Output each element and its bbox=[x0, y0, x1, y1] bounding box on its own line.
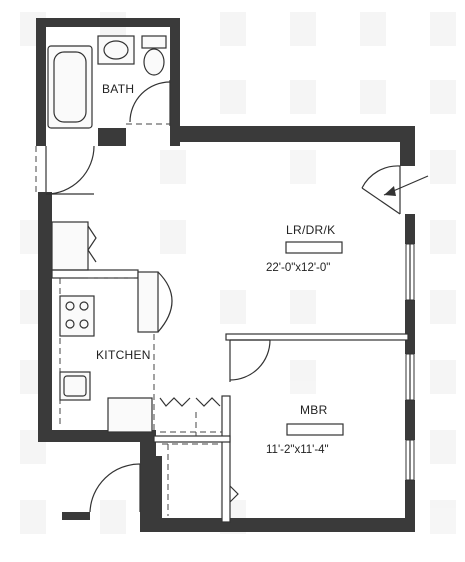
walls bbox=[36, 18, 415, 532]
closet-upper[interactable] bbox=[159, 397, 222, 436]
bathtub-icon bbox=[47, 45, 93, 129]
bedroom-door[interactable] bbox=[229, 339, 271, 382]
dishwasher bbox=[107, 397, 153, 433]
balcony-door[interactable] bbox=[361, 165, 429, 215]
kitchen-counter bbox=[51, 269, 139, 279]
watermark-pattern bbox=[20, 12, 456, 534]
living-room-label: LR/DR/K bbox=[286, 223, 335, 237]
living-room-label-box bbox=[285, 241, 343, 254]
closet-lower[interactable] bbox=[162, 443, 239, 516]
bedroom-label-box bbox=[286, 423, 344, 436]
entry-arrow-icon bbox=[384, 186, 396, 196]
bath-door[interactable] bbox=[126, 80, 171, 126]
kitchen-island bbox=[137, 271, 173, 333]
windows bbox=[405, 243, 415, 481]
bath-label: BATH bbox=[102, 82, 134, 96]
living-room-dimensions: 22'-0"x12'-0" bbox=[266, 262, 330, 274]
corridor-door[interactable] bbox=[89, 463, 141, 513]
kitchen-label: KITCHEN bbox=[96, 348, 151, 362]
stove-icon bbox=[59, 295, 95, 337]
bedroom-label: MBR bbox=[300, 403, 328, 417]
kitchen-sink-icon bbox=[59, 371, 91, 401]
toilet-icon bbox=[141, 35, 167, 76]
refrigerator-icon bbox=[51, 221, 97, 271]
bedroom-dimensions: 11'-2"x11'-4" bbox=[266, 444, 329, 456]
entry-door[interactable] bbox=[35, 145, 95, 195]
bathroom-sink-icon bbox=[97, 35, 135, 65]
